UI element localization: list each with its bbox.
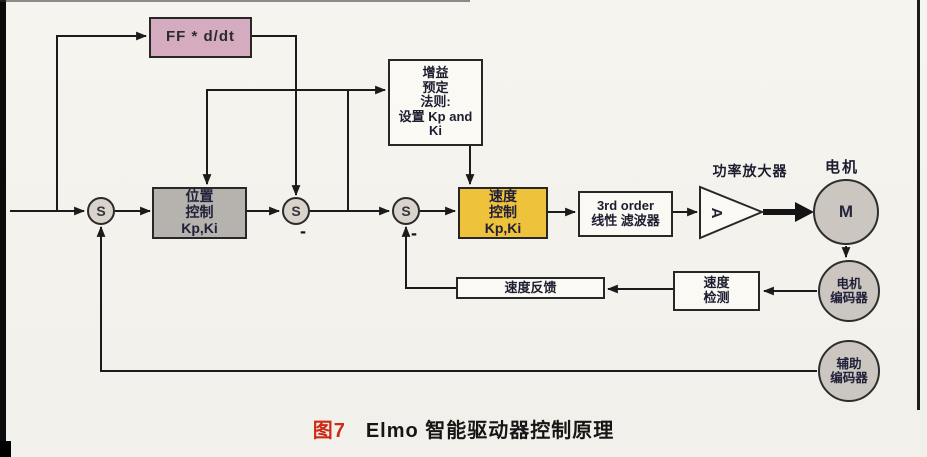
velocity-control-box: 速度 控制 Kp,Ki (458, 187, 548, 239)
motor-circle: M (813, 179, 879, 245)
power-amplifier-label: 功率放大器 (712, 163, 788, 179)
gain-to-position-arrow (202, 89, 348, 186)
figure-number: 图7 (312, 420, 346, 442)
summing-junction-1: S (87, 197, 115, 225)
aux-encoder-label: 辅助 编码器 (830, 356, 868, 385)
gain-scheduling-label: 增益 预定 法则: 设置 Kp and Ki (398, 65, 473, 139)
scan-corner-blob (0, 441, 11, 457)
feedback-to-s3-arrow (401, 225, 456, 289)
scan-edge-right (917, 0, 920, 410)
motor-title-label: 电机 (824, 159, 859, 176)
feedforward-output-arrow (252, 35, 301, 197)
minus-sign-s2: - (300, 221, 306, 241)
summing-junction-3: S (392, 197, 420, 225)
gain-scheduling-box: 增益 预定 法则: 设置 Kp and Ki (388, 59, 483, 146)
feedforward-branch-arrow (56, 31, 148, 211)
aux-encoder-to-s1-arrow (96, 225, 817, 372)
position-control-box: 位置 控制 Kp,Ki (152, 187, 247, 239)
feedforward-label: FF * d/dt (166, 28, 235, 46)
motor-encoder-circle: 电机 编码器 (818, 260, 880, 322)
summing-junction-1-label: S (96, 203, 106, 219)
summing-junction-3-label: S (401, 203, 411, 219)
velocity-control-label: 速度 控制 Kp,Ki (484, 188, 522, 236)
motor-letter: M (838, 202, 854, 221)
linear-filter-box: 3rd order 线性 滤波器 (578, 191, 673, 237)
figure-title: Elmo 智能驱动器控制原理 (365, 420, 615, 442)
amplifier-to-motor-arrowhead (795, 202, 814, 222)
motor-encoder-label: 电机 编码器 (830, 276, 868, 305)
speed-feedback-label: 速度反馈 (504, 279, 557, 295)
scan-edge-top (0, 0, 470, 2)
aux-encoder-circle: 辅助 编码器 (818, 340, 880, 402)
linear-filter-label: 3rd order 线性 滤波器 (591, 198, 660, 228)
summing-junction-2-label: S (291, 203, 301, 219)
minus-sign-s3: - (411, 223, 417, 243)
amplifier-triangle (699, 185, 765, 240)
figure-caption: 图7 Elmo 智能驱动器控制原理 (0, 414, 927, 443)
feedforward-box: FF * d/dt (149, 17, 252, 58)
speed-feedback-box: 速度反馈 (456, 277, 605, 299)
summing-junction-2: S (282, 197, 310, 225)
speed-detect-label: 速度 检测 (703, 275, 730, 305)
amplifier-letter: A (708, 207, 726, 219)
scan-edge-left (0, 0, 6, 457)
speed-detect-box: 速度 检测 (673, 271, 760, 311)
position-control-label: 位置 控制 Kp,Ki (181, 188, 218, 236)
